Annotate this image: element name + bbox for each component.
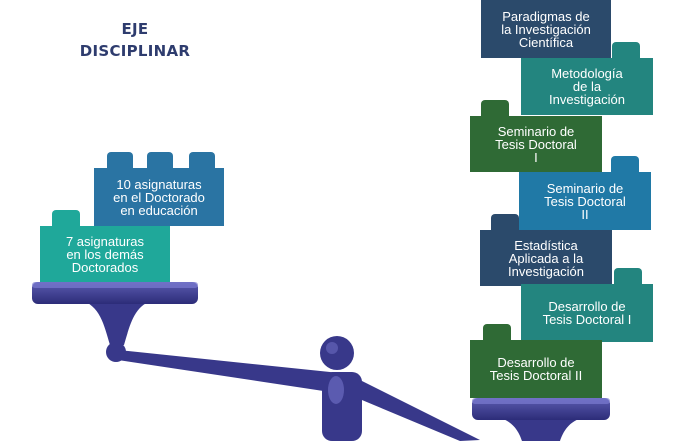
block-label-line: Desarrollo de <box>497 355 575 370</box>
block-label-line: Desarrollo de <box>548 299 626 314</box>
left-pan-hanger <box>80 300 154 345</box>
block-label-line: en educación <box>120 202 198 218</box>
block-label-line: I <box>534 149 538 165</box>
block-label-line: Metodología <box>551 66 623 81</box>
block-label-line: Paradigmas de <box>502 8 590 24</box>
right-block-desarrollo-1: Desarrollo de Tesis Doctoral I <box>521 284 653 342</box>
left-block-demas-doctorados: 7 asignaturas en los demás Doctorados <box>40 226 170 282</box>
right-block-seminario-2: Seminario de Tesis Doctoral II <box>519 172 651 230</box>
block-stud <box>491 214 519 230</box>
block-label-line: Investigación <box>508 263 584 279</box>
block-label-line: 10 asignaturas <box>116 176 202 192</box>
right-block-seminario-1: Seminario de Tesis Doctoral I <box>470 116 602 172</box>
diagram-title: EJE DISCIPLINAR <box>60 18 210 62</box>
block-stud <box>483 324 511 340</box>
left-block-doctorado-educacion: 10 asignaturas en el Doctorado en educac… <box>94 168 224 226</box>
block-label-line: Tesis Doctoral <box>544 193 626 209</box>
block-label-line: Estadística <box>514 237 578 253</box>
block-label-line: 7 asignaturas <box>65 233 145 249</box>
block-label-line: Tesis Doctoral II <box>489 368 583 383</box>
scale-knob <box>320 336 354 370</box>
right-block-paradigmas: Paradigmas de la Investigación Científic… <box>481 0 611 58</box>
title-line-1: EJE <box>121 20 149 38</box>
block-label-line: Científica <box>518 34 574 50</box>
block-label-line: Investigación <box>549 92 625 107</box>
right-block-desarrollo-2: Desarrollo de Tesis Doctoral II <box>470 340 602 398</box>
block-label-line: Tesis Doctoral <box>495 136 577 152</box>
right-block-estadistica: Estadística Aplicada a la Investigación <box>480 230 612 286</box>
block-label-line: Tesis Doctoral I <box>542 312 632 327</box>
block-stud <box>147 152 173 168</box>
block-label-line: II <box>581 206 589 222</box>
right-pan-hanger <box>500 418 582 441</box>
block-label-line: de la <box>572 79 602 94</box>
block-label-line: Aplicada a la <box>508 250 584 266</box>
block-stud <box>611 156 639 172</box>
title-line-2: DISCIPLINAR <box>79 42 191 60</box>
block-stud <box>52 210 80 226</box>
block-stud <box>614 268 642 284</box>
block-stud <box>107 152 133 168</box>
scale-beam <box>118 350 480 441</box>
block-stud <box>481 100 509 116</box>
block-stud <box>612 42 640 58</box>
block-label-line: Seminario de <box>546 180 624 196</box>
block-stud <box>189 152 215 168</box>
right-block-metodologia: Metodología de la Investigación <box>521 58 653 115</box>
block-label-line: la Investigación <box>501 21 591 37</box>
block-label-line: Doctorados <box>71 259 139 275</box>
block-label-line: Seminario de <box>497 123 575 139</box>
block-label-line: en el Doctorado <box>113 189 205 205</box>
block-label-line: en los demás <box>66 246 144 262</box>
